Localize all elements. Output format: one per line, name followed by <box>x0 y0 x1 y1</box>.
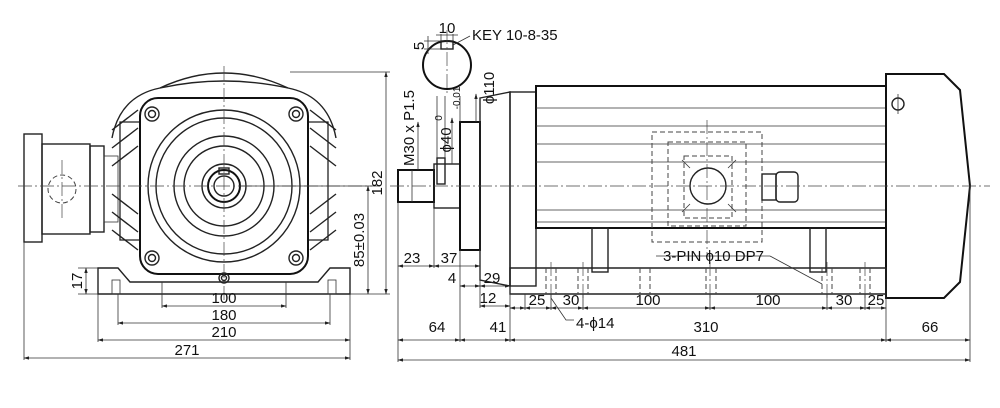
key-height: 5 <box>411 42 428 50</box>
terminal-box-hidden <box>651 131 799 243</box>
dim-23: 23 <box>404 250 421 267</box>
front-view: 100 180 210 271 17 85±0.03 182 <box>18 66 390 360</box>
dim-29: 29 <box>484 270 501 287</box>
dim-100-left: 100 <box>635 292 660 309</box>
dim-30-right: 30 <box>836 292 853 309</box>
dim-210-front: 210 <box>211 324 236 341</box>
pin-label: 3-PIN ϕ10 DP7 <box>663 248 764 265</box>
mounting-feet-front <box>97 267 351 295</box>
dim-100-right: 100 <box>755 292 780 309</box>
holes-label: 4-ϕ14 <box>576 315 614 332</box>
thread-spec: M30 x P1.5 <box>401 90 418 166</box>
dim-64: 64 <box>429 319 446 336</box>
side-view: M30 x P1.5 ϕ110 ϕ40 0 -0.01 3-PIN ϕ10 DP… <box>390 72 990 362</box>
dim-182-front: 182 <box>369 170 386 195</box>
key-label: KEY 10-8-35 <box>472 27 558 44</box>
rear-fan-cover <box>885 73 972 299</box>
junction-box-front <box>23 133 119 243</box>
dim-37: 37 <box>441 250 458 267</box>
dim-41: 41 <box>490 319 507 336</box>
dim-66: 66 <box>922 319 939 336</box>
cooling-fins-right <box>307 109 337 251</box>
dia-40: ϕ40 <box>438 127 455 152</box>
dim-25-right: 25 <box>868 292 885 309</box>
body-fins <box>536 107 886 223</box>
dim-12: 12 <box>480 290 497 307</box>
cooling-fins-left <box>111 109 141 251</box>
dim-180-front: 180 <box>211 307 236 324</box>
dia-40-tol-lower: -0.01 <box>452 86 463 109</box>
dim-30-left: 30 <box>563 292 580 309</box>
dim-481: 481 <box>671 343 696 360</box>
dia-40-tol-upper: 0 <box>434 115 445 121</box>
key-section: 10 5 KEY 10-8-35 <box>411 20 558 96</box>
dim-271-front: 271 <box>174 342 199 359</box>
dim-17-front: 17 <box>69 273 86 290</box>
dim-4: 4 <box>448 270 456 287</box>
motor-body <box>535 85 887 229</box>
dim-85-front: 85±0.03 <box>351 213 368 267</box>
key-width: 10 <box>439 20 456 37</box>
dia-110: ϕ110 <box>481 72 498 104</box>
dim-100-front: 100 <box>211 290 236 307</box>
dim-25-left: 25 <box>529 292 546 309</box>
dim-310: 310 <box>693 319 718 336</box>
